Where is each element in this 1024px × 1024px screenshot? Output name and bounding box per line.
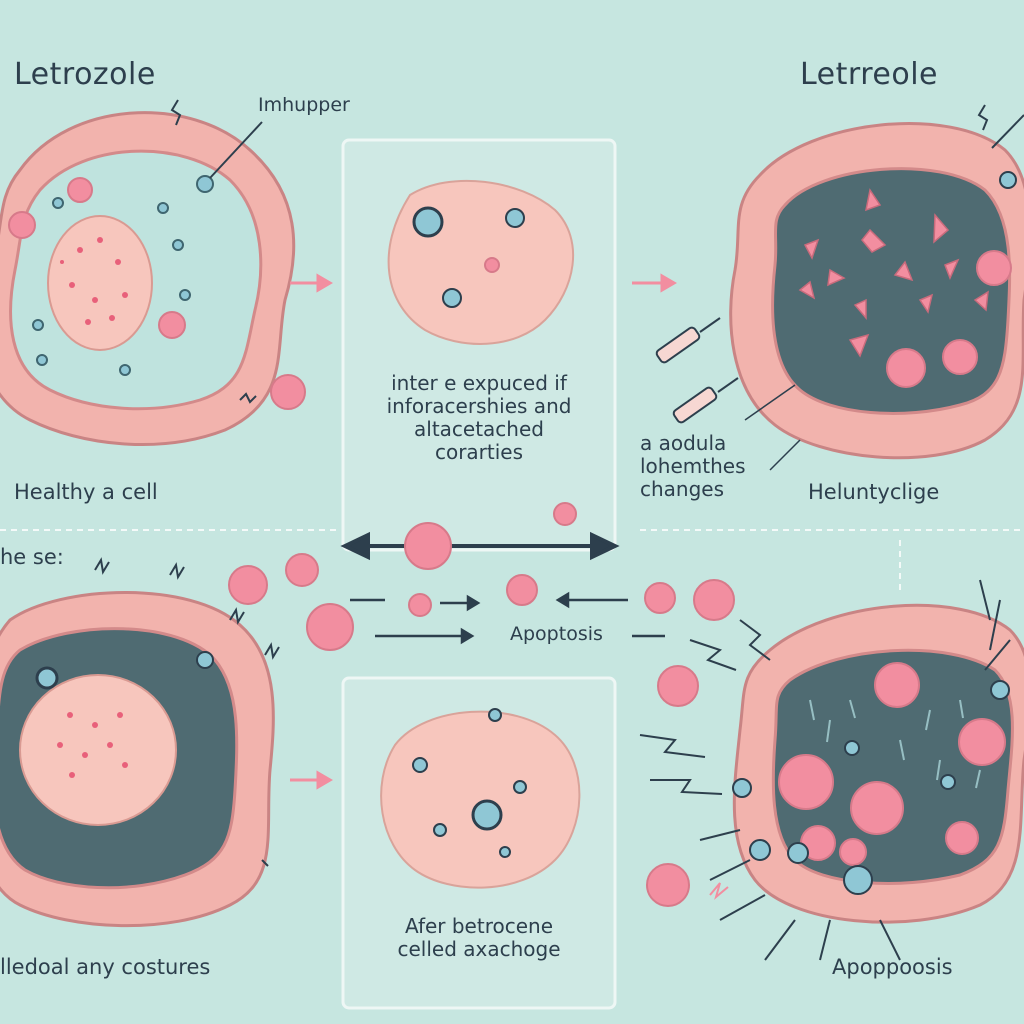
cell-blob-bottom [380, 708, 581, 889]
squiggles [94, 99, 989, 867]
caption-healthy: Healthy a cell [14, 480, 158, 504]
center-top-line-2: inforacershies and [386, 394, 572, 418]
flow-arrows [290, 273, 677, 790]
center-top-line-4: corarties [434, 440, 524, 464]
caption-bottom-right: Apoppoosis [832, 955, 953, 979]
row-label: he se: [0, 545, 64, 569]
title-left: Letrozole [14, 57, 156, 92]
center-bottom-line-2: celled axachoge [397, 937, 561, 961]
center-bottom-text: Afer betrocene celled axachoge [350, 915, 608, 961]
side-line-1: a aodula [640, 431, 727, 455]
apoptosis-center-label: Apoptosis [510, 623, 603, 645]
center-top-line-3: altacetached [414, 417, 544, 441]
center-top-text: inter e expuced if inforacershies and al… [350, 372, 608, 464]
syringe-icons [655, 317, 801, 471]
healthy-cell-top-left [0, 111, 306, 446]
side-line-3: changes [640, 477, 725, 501]
side-line-2: lohemthes [640, 454, 746, 478]
center-bottom-line-1: Afer betrocene [404, 914, 554, 938]
caption-right-top: Heluntycligе [808, 480, 940, 504]
small-arrows [350, 591, 665, 645]
side-text: a aodula lohemthes changes [640, 432, 746, 501]
title-right: Letrreole [800, 57, 938, 92]
center-top-line-1: inter e expuced if [391, 371, 567, 395]
apoptotic-bodies [228, 502, 735, 907]
cell-bottom-left [0, 591, 275, 928]
cell-top-right [729, 114, 1024, 460]
pointer-label-left: Imhupper [258, 94, 350, 116]
panel-dividers [0, 529, 1024, 590]
double-arrow [340, 531, 620, 561]
cell-blob-top [387, 179, 575, 345]
apoptotic-cell-bottom-right [639, 579, 1024, 961]
caption-bottom-left: lledoal any costures [0, 955, 211, 979]
